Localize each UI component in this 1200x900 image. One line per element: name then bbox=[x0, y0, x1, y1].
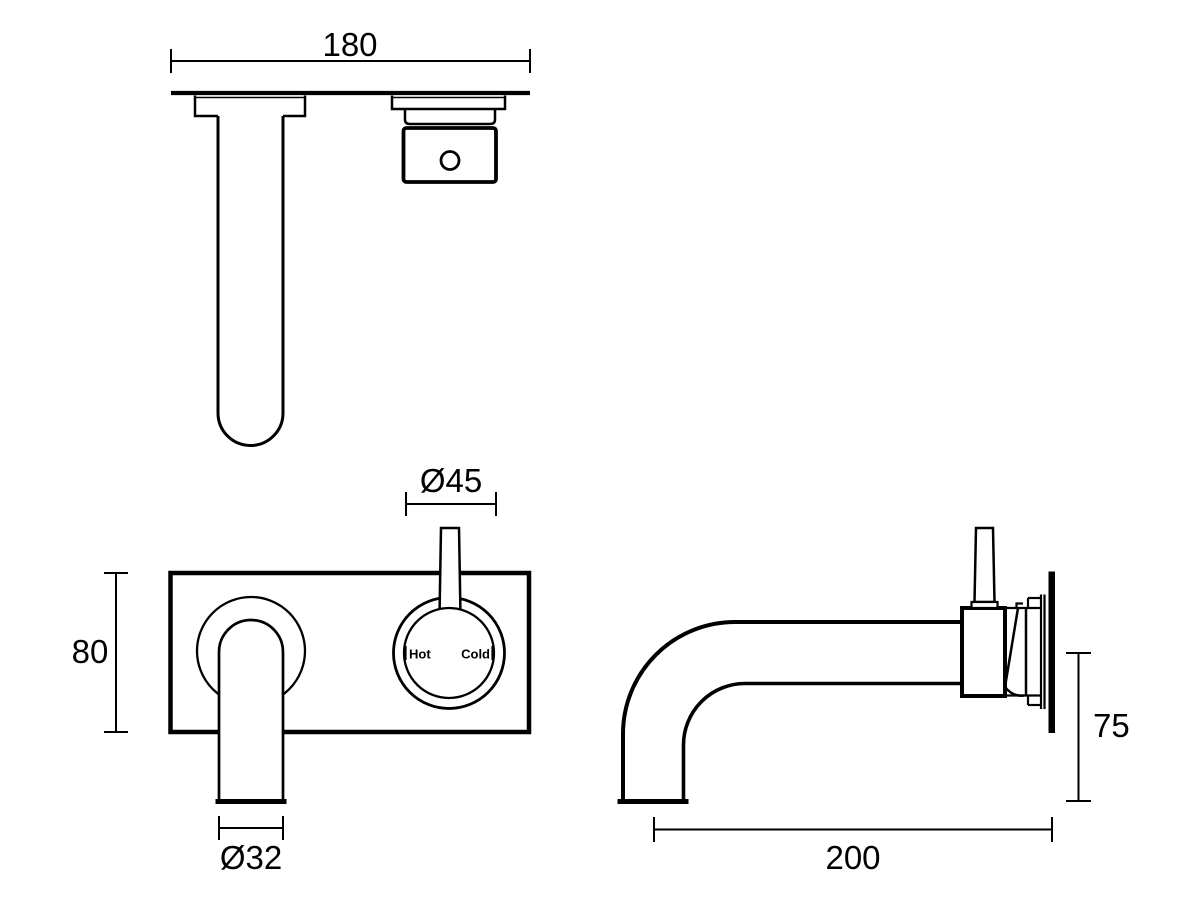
lever-collar bbox=[970, 600, 999, 610]
dim-label-handle-diameter: Ø45 bbox=[420, 462, 482, 499]
dim-label-plate-width: 180 bbox=[322, 26, 377, 63]
dim-spout-height-75: 75 bbox=[1066, 652, 1130, 802]
spout-outer-profile bbox=[621, 620, 963, 801]
handle-flange bbox=[390, 95, 507, 111]
hot-label: Hot bbox=[409, 647, 431, 662]
dim-spout-reach-200: 200 bbox=[653, 817, 1053, 876]
handle-lever-front bbox=[438, 526, 462, 618]
dim-plate-width-180: 180 bbox=[170, 26, 531, 73]
spout-base-flange bbox=[193, 95, 307, 118]
bonnet-slant-line bbox=[1003, 607, 1020, 688]
dim-spout-diameter-32: Ø32 bbox=[218, 816, 284, 876]
handle-lever-side bbox=[973, 526, 996, 604]
cold-label: Cold bbox=[461, 647, 490, 662]
top-view: 180 bbox=[170, 26, 531, 447]
dim-label-spout-diameter: Ø32 bbox=[220, 839, 282, 876]
wall-connection-bonnet bbox=[1003, 571, 1055, 733]
dim-handle-diameter-45: Ø45 bbox=[405, 462, 497, 516]
handle-screw-hole bbox=[439, 150, 461, 171]
handle-step bbox=[403, 109, 497, 126]
dial-inner-face bbox=[402, 606, 496, 700]
dim-label-plate-height: 80 bbox=[72, 633, 109, 670]
spout-inner-profile bbox=[681, 681, 963, 801]
spout-tube-front bbox=[217, 618, 285, 803]
front-view: 80 Hot Cold Ø45 Ø32 bbox=[72, 462, 532, 876]
bonnet-slant-curve bbox=[1004, 686, 1025, 697]
handle-body bbox=[401, 126, 498, 184]
dim-label-spout-height: 75 bbox=[1093, 707, 1130, 744]
spout-tube-top-view bbox=[216, 116, 285, 447]
side-view: 75 200 bbox=[617, 526, 1130, 876]
mixer-body-side bbox=[960, 606, 1007, 698]
handle-assembly-top-view bbox=[390, 95, 507, 184]
dim-plate-height-80: 80 bbox=[72, 572, 128, 733]
bonnet-top-notch bbox=[1015, 602, 1023, 608]
dim-label-spout-reach: 200 bbox=[825, 839, 880, 876]
wall-flange-plate bbox=[1048, 571, 1055, 733]
